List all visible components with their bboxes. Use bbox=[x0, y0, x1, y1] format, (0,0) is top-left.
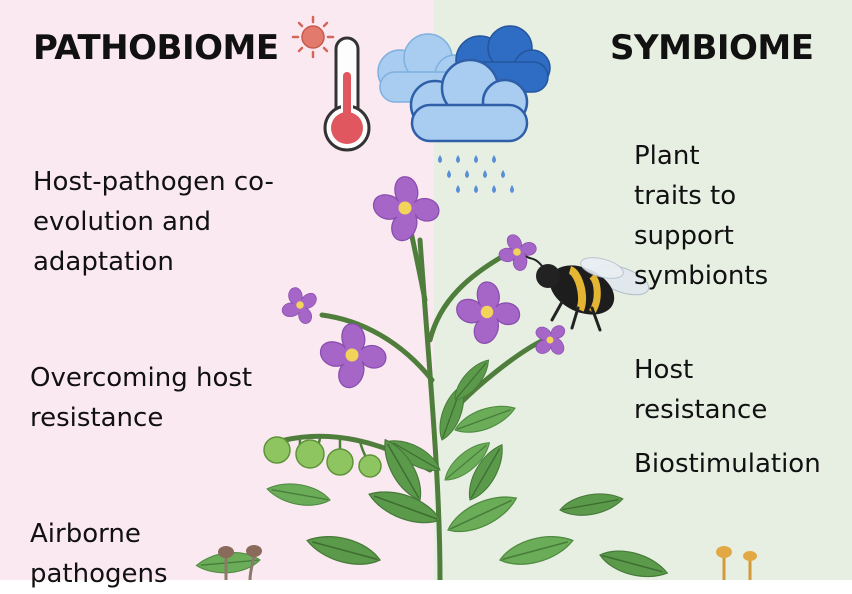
plant-icon bbox=[194, 176, 671, 580]
list-item: Host resistance bbox=[634, 355, 768, 425]
mushroom-icon bbox=[218, 545, 757, 580]
symbiome-title: SYMBIOME bbox=[610, 28, 814, 68]
list-item: Biostimulation bbox=[634, 449, 821, 479]
illustration bbox=[194, 15, 757, 580]
thermometer-icon bbox=[323, 36, 371, 152]
tomato-icon bbox=[263, 436, 382, 478]
bee-icon bbox=[525, 255, 650, 332]
rain-icon bbox=[438, 155, 514, 193]
cloud-icon bbox=[377, 25, 551, 143]
list-item: Overcoming host resistance bbox=[30, 363, 253, 433]
pathobiome-title: PATHOBIOME bbox=[33, 28, 279, 68]
list-item: Airborne pathogens bbox=[30, 519, 168, 589]
list-item: Host-pathogen co- evolution and adaptati… bbox=[33, 167, 274, 277]
sun-icon bbox=[291, 15, 335, 59]
pathobiome-panel bbox=[0, 0, 434, 580]
list-item: Plant traits to support symbionts bbox=[634, 141, 769, 291]
